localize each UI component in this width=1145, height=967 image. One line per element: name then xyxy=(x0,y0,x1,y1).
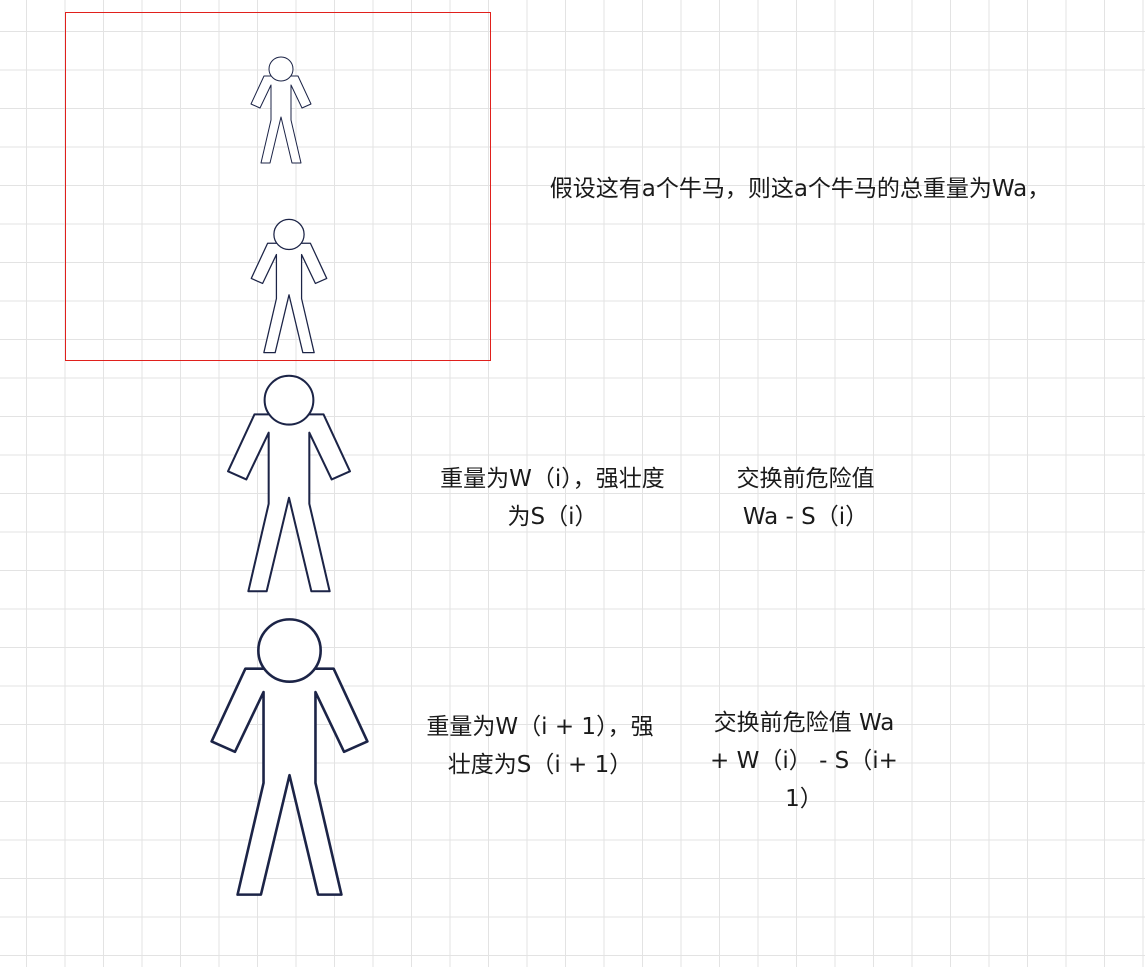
person-i1-label: 重量为W（i + 1），强壮度为S（i + 1） xyxy=(426,714,654,778)
person-icon-i xyxy=(227,374,351,593)
person-icon-i-plus-1 xyxy=(210,618,369,896)
person-i-danger: 交换前危险值 Wa - S（i） xyxy=(736,466,875,530)
person-i1-danger: 交换前危险值 Wa + W（i） - S（i+ 1） xyxy=(710,710,898,812)
person-i-label: 重量为W（i），强壮度为S（i） xyxy=(440,466,665,530)
group-box xyxy=(65,12,491,361)
group-note: 假设这有a个牛马，则这a个牛马的总重量为Wa， xyxy=(549,176,1051,202)
person-icon-small-top xyxy=(250,56,312,164)
person-icon-small-bottom xyxy=(250,218,328,354)
